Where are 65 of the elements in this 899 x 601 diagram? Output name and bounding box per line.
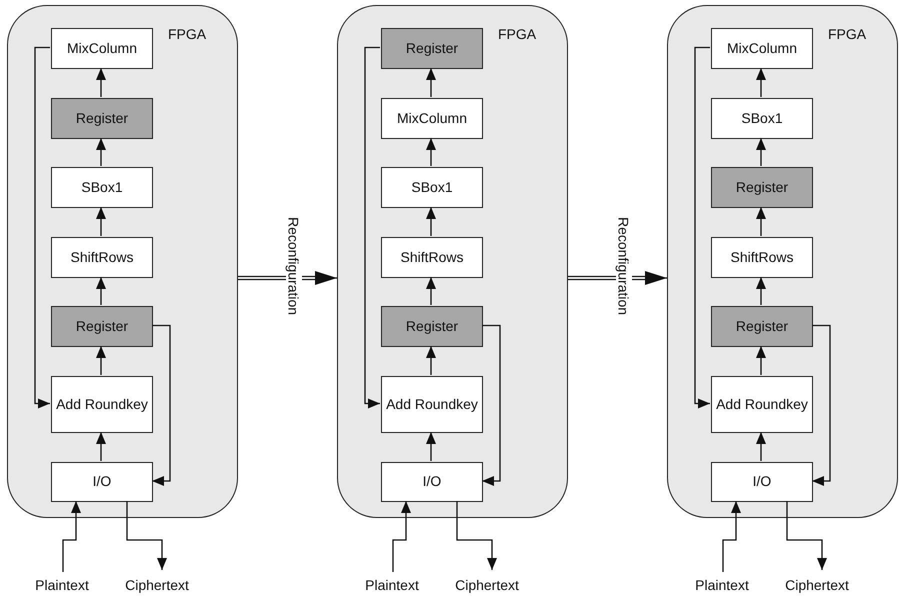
arrow xyxy=(426,207,436,236)
output-label: Ciphertext xyxy=(775,576,859,594)
arrow xyxy=(756,346,766,375)
arrow xyxy=(694,46,710,408)
process-box: SBox1 xyxy=(381,167,483,208)
arrow xyxy=(426,68,436,97)
arrow xyxy=(96,68,106,97)
fpga-label: FPGA xyxy=(498,26,536,42)
register-box: Register xyxy=(381,28,483,69)
register-box: Register xyxy=(51,306,153,347)
process-box: MixColumn xyxy=(711,28,813,69)
process-box: MixColumn xyxy=(381,98,483,139)
process-box: I/O xyxy=(381,462,483,502)
input-label: Plaintext xyxy=(355,576,429,594)
process-box: I/O xyxy=(51,462,153,502)
arrow xyxy=(426,277,436,305)
arrow xyxy=(96,432,106,461)
arrow xyxy=(62,501,81,572)
arrow xyxy=(126,501,167,570)
process-box: Add Roundkey xyxy=(381,376,483,433)
fpga-panel xyxy=(7,5,238,518)
arrow xyxy=(96,138,106,166)
output-label: Ciphertext xyxy=(445,576,529,594)
arrow xyxy=(392,501,411,572)
process-box: SBox1 xyxy=(711,98,813,139)
output-label: Ciphertext xyxy=(115,576,199,594)
arrow xyxy=(756,68,766,97)
fpga-panel xyxy=(337,5,568,518)
arrow xyxy=(756,432,766,461)
arrow xyxy=(364,46,380,408)
process-box: Add Roundkey xyxy=(711,376,813,433)
edge-label: Reconfiguration xyxy=(616,215,632,318)
arrow xyxy=(96,207,106,236)
fpga-panel xyxy=(667,5,898,518)
arrow xyxy=(812,324,831,486)
arrow xyxy=(426,138,436,166)
input-label: Plaintext xyxy=(685,576,759,594)
arrow xyxy=(756,277,766,305)
input-label: Plaintext xyxy=(25,576,99,594)
process-box: ShiftRows xyxy=(51,237,153,278)
arrow xyxy=(456,501,497,570)
arrow xyxy=(96,277,106,305)
fpga-label: FPGA xyxy=(828,26,866,42)
arrow xyxy=(756,138,766,166)
arrow xyxy=(426,346,436,375)
process-box: SBox1 xyxy=(51,167,153,208)
arrow xyxy=(786,501,827,570)
arrow xyxy=(722,501,741,572)
register-box: Register xyxy=(711,167,813,208)
arrow xyxy=(482,324,501,486)
arrow xyxy=(152,324,171,486)
process-box: ShiftRows xyxy=(711,237,813,278)
arrow xyxy=(756,207,766,236)
register-box: Register xyxy=(381,306,483,347)
process-box: ShiftRows xyxy=(381,237,483,278)
arrow xyxy=(34,46,50,408)
process-box: Add Roundkey xyxy=(51,376,153,433)
arrow xyxy=(426,432,436,461)
process-box: MixColumn xyxy=(51,28,153,69)
register-box: Register xyxy=(711,306,813,347)
fpga-label: FPGA xyxy=(168,26,206,42)
process-box: I/O xyxy=(711,462,813,502)
edge-label: Reconfiguration xyxy=(286,215,302,318)
arrow xyxy=(96,346,106,375)
register-box: Register xyxy=(51,98,153,139)
